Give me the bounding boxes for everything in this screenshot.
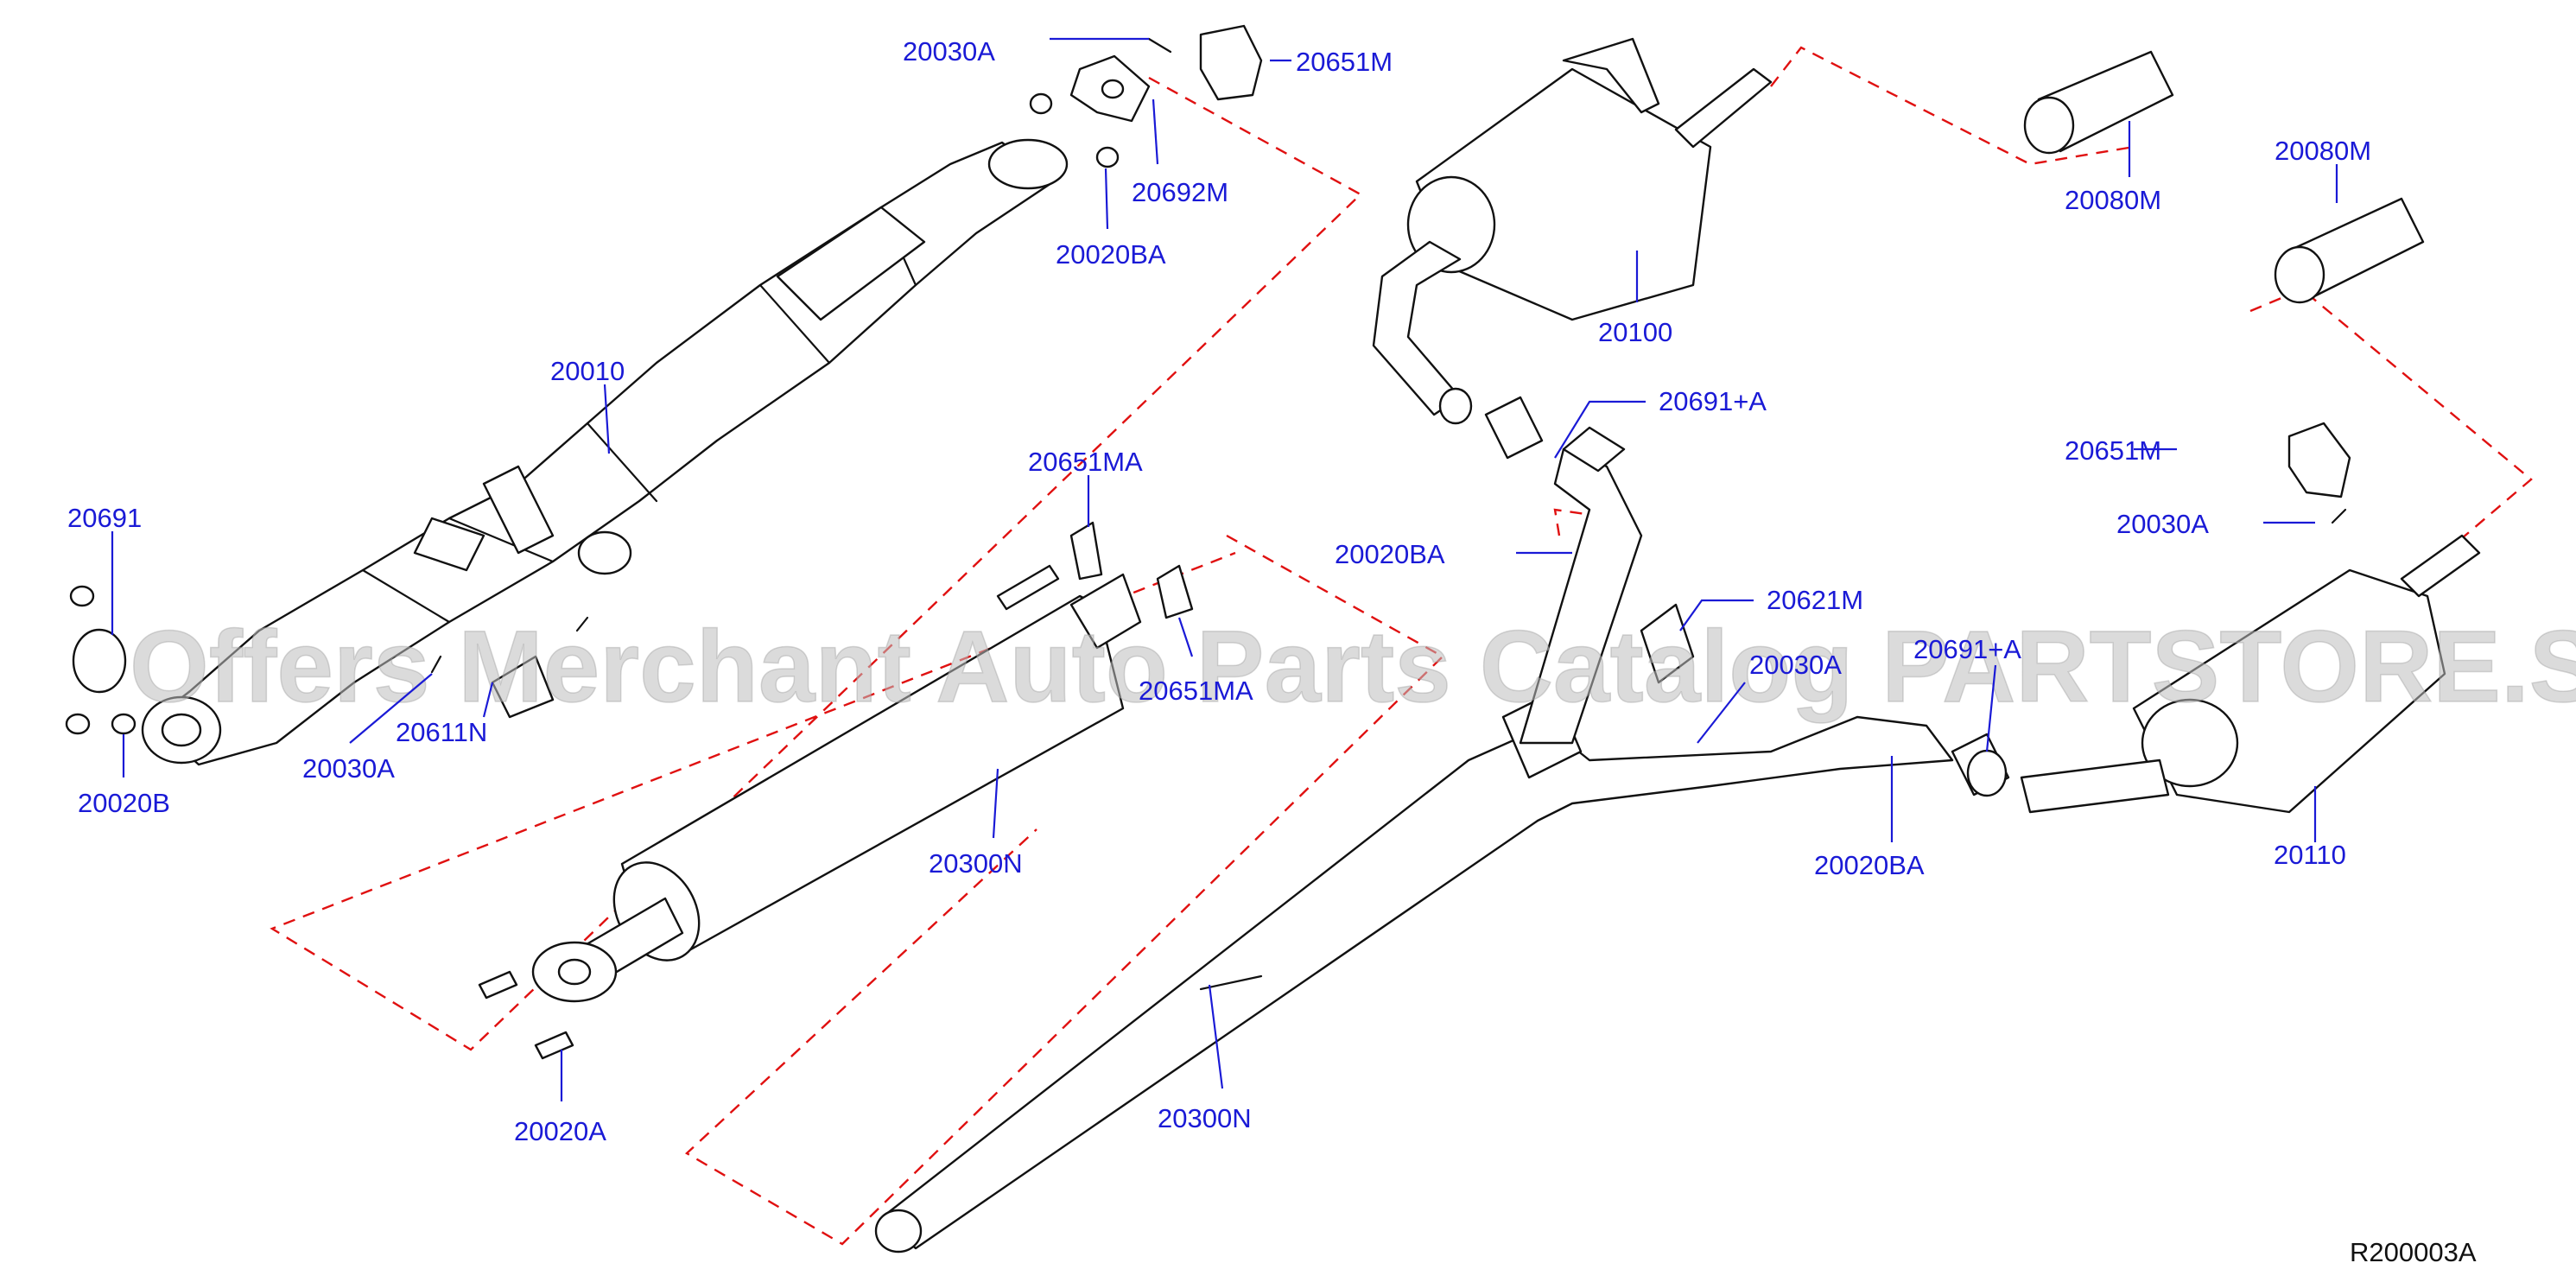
leader-20300N-front	[992, 768, 999, 839]
label-20020BA-mid: 20020BA	[1335, 539, 1445, 569]
label-20080M-b: 20080M	[2275, 136, 2371, 166]
front-small-parts-drawing	[65, 24, 1263, 735]
label-20030A-mid: 20030A	[1749, 650, 1842, 680]
label-20651M-right: 20651M	[2065, 435, 2161, 466]
leader-20611N	[482, 682, 494, 718]
assembly-line-front-pipe	[270, 76, 1363, 1051]
leader-20010	[603, 384, 611, 454]
label-20030A-right: 20030A	[2116, 509, 2209, 539]
leader-20691A-lower	[1985, 664, 1997, 752]
finishers-drawing	[2023, 50, 2425, 304]
leader-lines	[111, 37, 2338, 1101]
leader-20030A-left	[349, 673, 433, 744]
leader-20020BA-top	[1104, 168, 1109, 230]
label-20100: 20100	[1598, 317, 1672, 347]
assembly-line-front-muffler	[684, 534, 1444, 1246]
center-pipe-drawing	[874, 426, 1954, 1253]
leader-20030A-mid	[1697, 682, 1746, 744]
label-20691: 20691	[67, 503, 142, 533]
front-exhaust-tube-drawing	[141, 138, 1069, 766]
label-20692M: 20692M	[1132, 177, 1228, 207]
front-muffler-drawing	[478, 521, 1194, 1060]
leader-20692M	[1152, 98, 1159, 165]
leader-20691A-upper	[1554, 400, 1646, 459]
label-20030A-top: 20030A	[903, 36, 995, 67]
label-20020BA-lower: 20020BA	[1814, 850, 1925, 880]
label-20300N-center: 20300N	[1158, 1103, 1252, 1133]
label-20651M-top: 20651M	[1296, 47, 1393, 77]
label-20651MA-mid: 20651MA	[1139, 676, 1253, 706]
label-20010: 20010	[550, 356, 625, 386]
label-20651MA-top: 20651MA	[1028, 447, 1143, 477]
label-20020B: 20020B	[78, 788, 170, 818]
label-20611N: 20611N	[396, 717, 487, 747]
label-20691A-lower: 20691+A	[1913, 634, 2021, 664]
label-20080M-a: 20080M	[2065, 185, 2161, 215]
label-20691A-upper: 20691+A	[1659, 386, 1767, 416]
label-20020BA-top: 20020BA	[1056, 239, 1166, 270]
leader-20300N-center	[1208, 984, 1224, 1089]
part-labels: 20030A 20651M 20692M 20020BA 20010 20691…	[67, 36, 2371, 1146]
watermark-text: Offers Merchant Auto Parts Catalog PARTS…	[130, 610, 2576, 724]
label-20110: 20110	[2274, 840, 2346, 870]
label-20020A: 20020A	[514, 1116, 606, 1146]
label-20621M: 20621M	[1767, 585, 1863, 615]
reference-code: R200003A	[2350, 1237, 2477, 1267]
sub-muffler-drawing	[1951, 422, 2481, 814]
label-20030A-left: 20030A	[302, 753, 395, 784]
leader-20651MA-mid	[1177, 617, 1194, 657]
leader-20621M	[1679, 599, 1754, 631]
label-20300N-front: 20300N	[929, 848, 1023, 879]
assembly-line-sub-muffler	[2249, 288, 2533, 554]
assembly-line-main-muffler	[1770, 46, 2135, 166]
